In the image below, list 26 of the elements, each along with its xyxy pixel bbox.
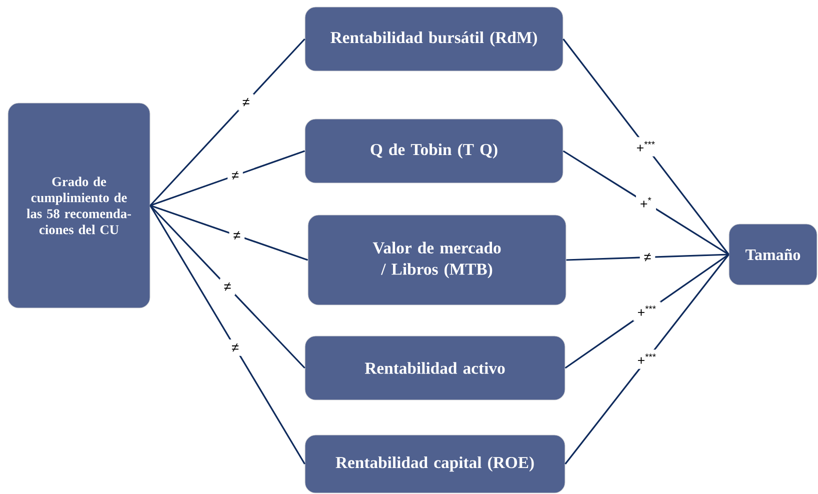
connector-line	[562, 150, 730, 256]
connector-line	[562, 38, 730, 255]
process-box: Rentabilidad capital (ROE)	[304, 434, 566, 494]
process-box: Rentabilidad bursátil (RdM)	[304, 6, 564, 72]
process-box: Q de Tobin (T Q)	[304, 118, 564, 184]
connector-line	[150, 38, 306, 206]
edge-label: +$^{***}$	[633, 350, 661, 369]
edge-label: +$^{***}$	[633, 302, 661, 321]
edge-label: ≠	[238, 94, 254, 110]
connector-line	[566, 254, 729, 261]
edge-label: ≠	[640, 249, 656, 266]
edge-label: ≠	[228, 167, 243, 184]
edge-label: ≠	[229, 227, 245, 244]
edge-label: +$^{*}$	[636, 193, 656, 212]
edge-label: +$^{***}$	[632, 137, 660, 156]
connector-line	[564, 254, 730, 464]
edge-label: ≠	[228, 339, 243, 356]
edge-label: ≠	[220, 278, 236, 295]
process-box: Valor de mercado / Libros (MTB)	[308, 214, 566, 306]
process-box: Tamaño	[728, 224, 818, 286]
connector-line	[150, 204, 308, 261]
process-box: Grado de cumplimiento de las 58 recomenda- ciones del CU	[8, 102, 150, 308]
connector-line	[150, 205, 306, 464]
connector-line	[150, 204, 306, 369]
process-box: Rentabilidad activo	[304, 336, 566, 400]
connector-line	[150, 150, 305, 206]
